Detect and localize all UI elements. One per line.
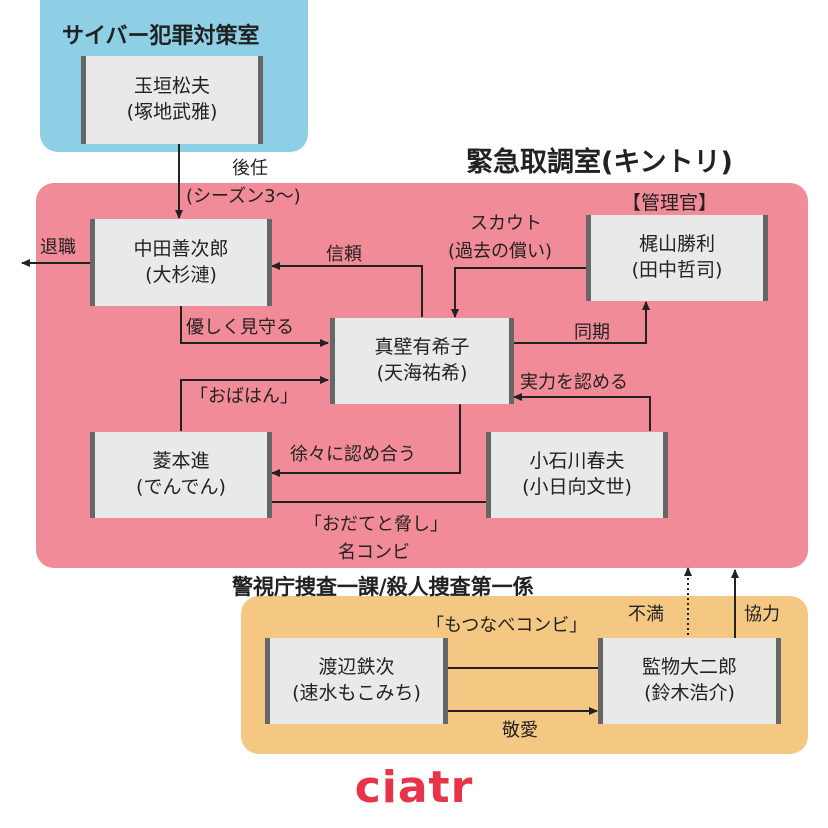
label-successor: 後任 [232, 158, 268, 179]
watch-over-arrow [180, 306, 329, 347]
label-recognize-ability: 実力を認める [520, 372, 628, 393]
role-name: 玉垣松夫 [133, 75, 210, 98]
mutual-recognition-arrow [271, 397, 464, 477]
role-name: 梶山勝利 [638, 233, 715, 256]
role-name: 渡辺鉄次 [318, 656, 395, 679]
label-scout: スカウト [470, 213, 542, 234]
label-successor-season: (シーズン3〜) [186, 186, 301, 207]
recognize-ability-arrow [513, 393, 651, 431]
actor-name: (塚地武雅) [126, 101, 218, 123]
label-respect: 敬愛 [502, 720, 538, 741]
person-makabe: 真壁有希子 (天海祐希) [330, 318, 514, 404]
trust-arrow [271, 262, 423, 317]
label-combo-name: 名コンビ [338, 542, 410, 563]
role-name: 菱本進 [152, 450, 210, 473]
scout-arrow [451, 267, 586, 318]
actor-name: (天海祐希) [376, 362, 468, 384]
actor-name: (でんでん) [136, 476, 226, 498]
label-cooperate: 協力 [744, 604, 780, 625]
person-hishimoto: 菱本進 (でんでん) [90, 432, 272, 518]
label-motsunabe: 「もつなべコンビ」 [426, 615, 588, 636]
person-nakata: 中田善次郎 (大杉漣) [90, 219, 272, 306]
role-name: 小石川春夫 [529, 450, 625, 473]
label-obahan: 「おばはん」 [190, 386, 298, 407]
role-name: 監物大二郎 [641, 656, 737, 679]
actor-name: (小日向文世) [522, 476, 632, 498]
kintori-title: 緊急取調室(キントリ) [466, 147, 733, 178]
obahan-arrow [180, 376, 329, 431]
label-combo: 「おだてと脅し」 [304, 514, 448, 535]
label-same-year: 同期 [574, 322, 610, 343]
label-retired: 退職 [40, 237, 76, 258]
person-kenmotsu: 監物大二郎 (鈴木浩介) [598, 638, 781, 724]
label-mutual-recognition: 徐々に認め合う [290, 444, 416, 465]
same-year-arrow [506, 301, 650, 347]
label-watch-over: 優しく見守る [186, 317, 294, 338]
person-watanabe: 渡辺鉄次 (速水もこみち) [265, 638, 448, 724]
actor-name: (大杉漣) [145, 263, 217, 286]
person-kajiyama: 梶山勝利 (田中哲司) [586, 215, 768, 301]
brand-logo: ciatr [354, 762, 474, 813]
role-name: 中田善次郎 [133, 237, 229, 260]
label-scout-reason: (過去の償い) [448, 241, 553, 262]
person-koishikawa: 小石川春夫 (小日向文世) [486, 432, 668, 518]
kajiyama-title: 【管理官】 [622, 192, 718, 214]
person-tamagaki: 玉垣松夫 (塚地武雅) [81, 56, 263, 144]
mpd-title: 警視庁捜査一課/殺人捜査第一係 [232, 575, 534, 599]
role-name: 真壁有希子 [374, 336, 470, 359]
cyber-crime-title: サイバー犯罪対策室 [62, 24, 260, 49]
label-dissatisfied: 不満 [628, 604, 664, 625]
label-trust: 信頼 [326, 244, 362, 265]
actor-name: (速水もこみち) [292, 682, 421, 704]
actor-name: (田中哲司) [631, 259, 723, 281]
actor-name: (鈴木浩介) [644, 682, 735, 704]
